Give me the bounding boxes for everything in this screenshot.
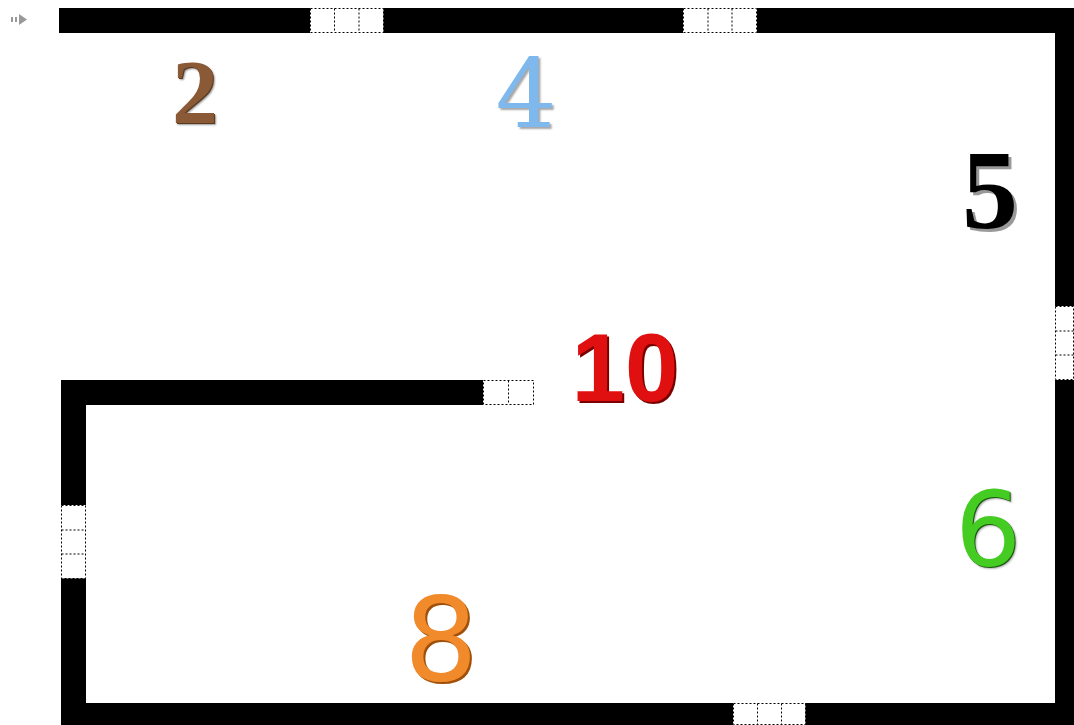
room-number: 6 <box>955 478 1021 582</box>
arrow-icon <box>11 14 27 25</box>
room-number: 5 <box>962 134 1018 246</box>
room-number: 4 <box>495 46 556 142</box>
room-number: 2 <box>172 46 218 138</box>
room-number: 10 <box>572 320 679 416</box>
room-number: 8 <box>404 582 478 698</box>
